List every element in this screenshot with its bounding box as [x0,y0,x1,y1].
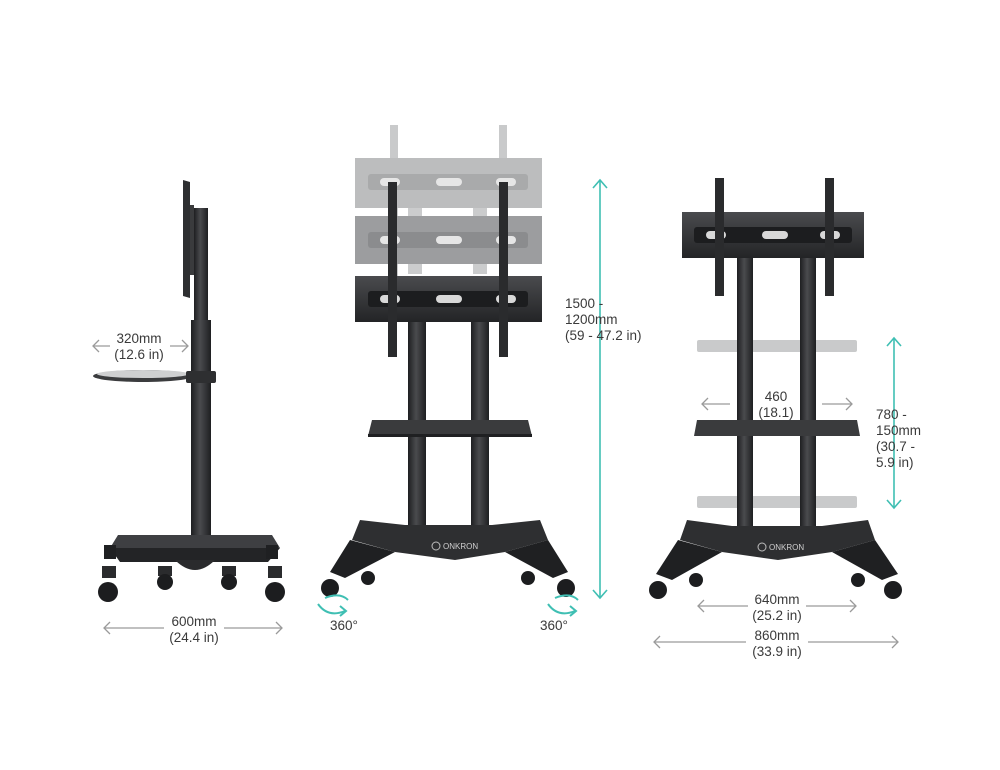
back-brand-logo: ONKRON [769,543,804,552]
side-view-stand [93,180,285,602]
front-right-bracket [499,182,508,357]
right-rotate-icon [547,603,576,615]
side-base-top [110,535,280,548]
front-right-rotation-label: 360° [540,618,568,633]
front-caster-wheels [321,571,575,597]
side-upper-column [194,208,208,320]
front-brand-logo: ONKRON [443,542,478,551]
front-height-arrow [592,178,608,600]
side-dimension-arrows [92,339,283,635]
side-base-depth-label: 600mm (24.4 in) [169,614,219,645]
side-mount-plate [183,180,190,298]
back-right-bracket [825,178,834,296]
back-shelf-height-arrow [886,336,902,510]
side-shelf-clamp [186,371,216,383]
front-shelf [368,420,532,436]
back-right-column [800,256,816,526]
side-caster-wheels [98,566,285,602]
front-faded-plates [355,125,542,285]
side-lower-column [191,320,211,540]
front-left-bracket [388,182,397,357]
back-shelf-width-label: 460 (18.1) [758,389,794,420]
back-dimension-arrows [653,397,899,649]
side-shelf-depth-label: 320mm (12.6 in) [114,331,164,362]
back-faded-shelf-bottom [697,496,857,508]
left-rotate-icon [317,603,346,615]
back-view-stand: ONKRON [649,178,902,599]
back-base [680,520,875,560]
back-outer-base-width-label: 860mm (33.9 in) [752,628,802,659]
back-shelf-height-label: 780 - 150mm (30.7 - 5.9 in) [876,407,922,470]
front-left-rotation-label: 360° [330,618,358,633]
back-inner-base-width-label: 640mm (25.2 in) [752,592,802,623]
front-height-range-label: 1500 - 1200mm (59 - 47.2 in) [565,296,642,343]
front-rotation-icons [317,594,579,617]
back-shelf [694,420,860,436]
back-caster-wheels [649,573,902,599]
front-view-stand: ONKRON [317,125,579,617]
front-base [352,520,548,560]
back-left-bracket [715,178,724,296]
back-faded-shelf-top [697,340,857,352]
back-left-column [737,256,753,526]
